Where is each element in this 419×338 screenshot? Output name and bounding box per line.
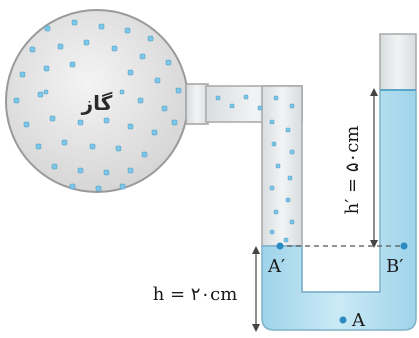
point-a-label: A xyxy=(351,310,366,331)
h-prime-dimension xyxy=(370,88,378,248)
gas-molecules-tube xyxy=(215,94,295,243)
u-tube-inner-wall xyxy=(301,246,380,293)
point-a-prime-dot xyxy=(276,242,284,250)
point-b-prime-dot xyxy=(400,242,408,250)
point-a-dot xyxy=(339,316,347,324)
left-tube-gas xyxy=(261,85,303,247)
point-b-prime-label: B′ xyxy=(386,256,403,277)
point-a-prime-label: A′ xyxy=(267,256,285,277)
h-dimension xyxy=(252,246,260,332)
bulb-neck xyxy=(185,83,209,125)
gas-molecules-bulb xyxy=(13,19,182,192)
h-label: h = ۲۰cm xyxy=(153,284,238,305)
right-tube-open xyxy=(379,33,417,91)
gas-label: گاز xyxy=(81,91,113,115)
h-prime-label: h′ = ۵۰cm xyxy=(342,126,363,215)
